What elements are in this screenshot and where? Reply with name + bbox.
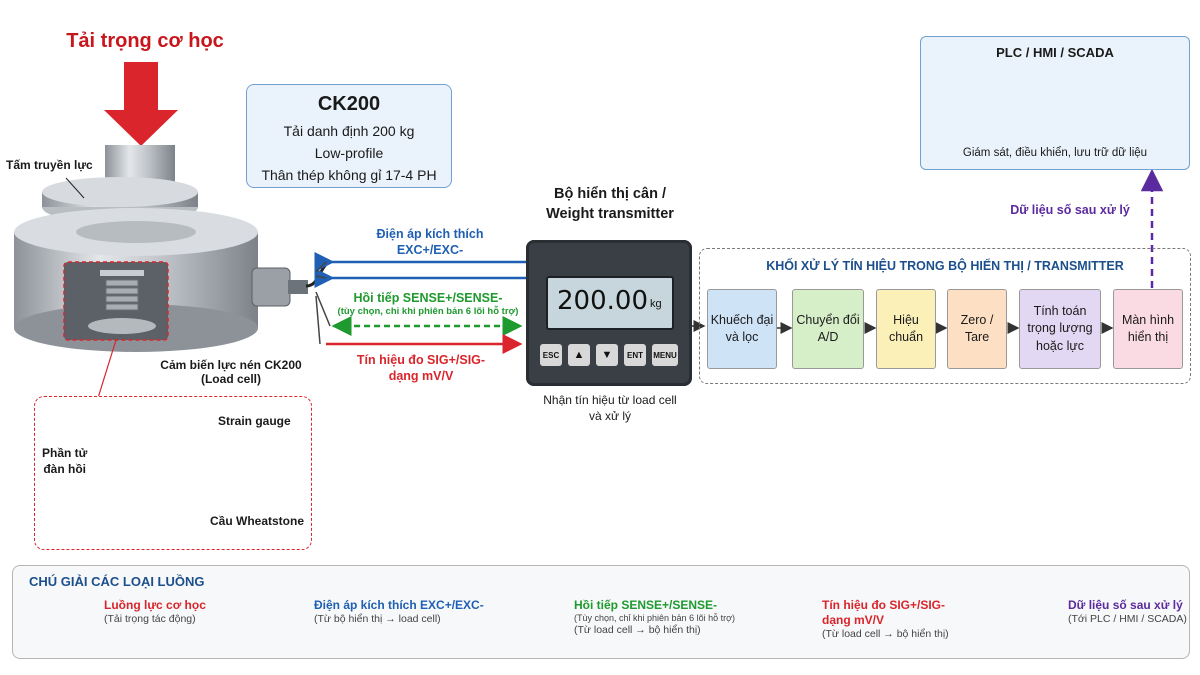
spec-model: CK200 — [317, 93, 381, 115]
legend-title: CHÚ GIẢI CÁC LOẠI LUỒNG — [29, 574, 205, 589]
sig-label-line2: dạng mV/V — [388, 369, 454, 384]
legend-force-sub: (Tải trọng tác động) — [104, 613, 196, 625]
wheatstone-label: Cầu Wheatstone — [210, 514, 305, 528]
exc-label: Điện áp kích thích EXC+/EXC- — [340, 226, 520, 259]
legend-exc-label: Điện áp kích thích EXC+/EXC- — [314, 598, 484, 612]
legend-sig-sub: (Từ load cell → bộ hiển thị) — [822, 628, 949, 640]
elastic-line1: Phần tử — [42, 446, 88, 460]
load-cell — [14, 145, 330, 352]
load-title: Tải trọng cơ học — [66, 30, 224, 52]
transmitter-caption-line2: và xử lý — [588, 409, 632, 424]
display-unit: kg — [650, 298, 662, 310]
block-display: Màn hình hiển thị — [1113, 289, 1183, 369]
strain-gauge-label: Strain gauge — [218, 414, 291, 428]
legend-item-sig: Tín hiệu đo SIG+/SIG- dạng mV/V (Từ load… — [822, 598, 949, 641]
sense-label: Hồi tiếp SENSE+/SENSE- (tùy chọn, chỉ kh… — [330, 290, 526, 319]
plc-caption: Giám sát, điều khiển, lưu trữ dữ liệu — [962, 147, 1148, 159]
plc-box: PLC / HMI / SCADA Giám sát, điều khiển, … — [920, 36, 1190, 170]
force-arrow — [104, 62, 178, 146]
transmitter-title: Bộ hiển thị cân / Weight transmitter — [520, 184, 700, 225]
exc-label-line1: Điện áp kích thích — [376, 227, 484, 241]
block-ad-convert: Chuyển đổi A/D — [792, 289, 864, 369]
transmitter-title-line2: Weight transmitter — [546, 206, 674, 223]
plate-label: Tấm truyền lực — [6, 158, 93, 172]
transmitter-caption: Nhận tín hiệu từ load cell và xử lý — [520, 392, 700, 424]
legend-digital-label: Dữ liệu số sau xử lý — [1068, 598, 1183, 612]
enter-button[interactable]: ENT — [624, 344, 646, 366]
legend-item-digital: Dữ liệu số sau xử lý (Tới PLC / HMI / SC… — [1068, 598, 1187, 626]
legend-sense-sub: (Tùy chọn, chỉ khi phiên bản 6 lõi hỗ tr… — [574, 613, 735, 623]
digital-data-label: Dữ liệu số sau xử lý — [1010, 203, 1130, 217]
load-cell-name: Cảm biến lực nén CK200 (Load cell) — [146, 358, 316, 386]
display-value: 200.00 — [557, 286, 648, 316]
legend: CHÚ GIẢI CÁC LOẠI LUỒNG — [12, 565, 1190, 659]
menu-button[interactable]: MENU — [652, 344, 678, 366]
transmitter-title-line1: Bộ hiển thị cân / — [554, 186, 666, 202]
legend-digital-sub: (Tới PLC / HMI / SCADA) — [1068, 613, 1187, 625]
transmitter-display: 200.00 kg — [546, 276, 674, 330]
legend-sense-sub2: (Từ load cell → bộ hiển thị) — [574, 624, 701, 637]
elastic-element-label: Phần tử đàn hồi — [42, 446, 87, 477]
legend-item-sense: Hồi tiếp SENSE+/SENSE- (Tùy chọn, chỉ kh… — [574, 598, 735, 637]
transmitter-caption-line1: Nhận tín hiệu từ load cell — [543, 393, 677, 407]
sig-label: Tín hiệu đo SIG+/SIG- dạng mV/V — [336, 352, 506, 385]
block-compute-weight: Tính toán trọng lượng hoặc lực — [1019, 289, 1101, 369]
process-arrows — [692, 320, 1114, 334]
block-amplify-filter: Khuếch đại và lọc — [707, 289, 777, 369]
legend-item-force: Luồng lực cơ học (Tải trọng tác động) — [104, 598, 206, 626]
spec-line-profile: Low-profile — [314, 145, 384, 161]
spec-box: CK200 Tải danh định 200 kg Low-profile T… — [246, 84, 452, 188]
block-zero-tare: Zero / Tare — [947, 289, 1007, 369]
legend-sig-label: Tín hiệu đo SIG+/SIG- dạng mV/V — [822, 598, 946, 627]
up-button[interactable]: ▲ — [568, 344, 590, 366]
block-calibration: Hiệu chuẩn — [876, 289, 936, 369]
processing-frame: KHỐI XỬ LÝ TÍN HIỆU TRONG BỘ HIỂN THỊ / … — [699, 248, 1191, 384]
sig-label-line1: Tín hiệu đo SIG+/SIG- — [356, 353, 486, 367]
exc-label-line2: EXC+/EXC- — [396, 243, 464, 258]
spec-line-material: Thân thép không gỉ 17-4 PH — [261, 167, 437, 183]
plc-title: PLC / HMI / SCADA — [996, 45, 1114, 60]
legend-force-label: Luồng lực cơ học — [104, 598, 206, 612]
spec-line-rated-load: Tải danh định 200 kg — [283, 123, 415, 139]
sense-label-line2: (tùy chọn, chỉ khi phiên bản 6 lõi hỗ tr… — [337, 306, 519, 318]
legend-exc-sub: (Từ bộ hiển thị → load cell) — [314, 613, 441, 625]
esc-button[interactable]: ESC — [540, 344, 562, 366]
down-button[interactable]: ▼ — [596, 344, 618, 366]
elastic-line2: đàn hồi — [43, 461, 87, 476]
legend-item-exc: Điện áp kích thích EXC+/EXC- (Từ bộ hiển… — [314, 598, 484, 626]
sense-label-line1: Hồi tiếp SENSE+/SENSE- — [353, 291, 503, 305]
detail-inset — [34, 396, 312, 550]
load-cell-name-line2: (Load cell) — [200, 372, 261, 386]
processing-title: KHỐI XỬ LÝ TÍN HIỆU TRONG BỘ HIỂN THỊ / … — [766, 259, 1124, 273]
load-cell-name-line1: Cảm biến lực nén CK200 — [160, 358, 302, 372]
legend-sense-label: Hồi tiếp SENSE+/SENSE- — [574, 598, 718, 612]
